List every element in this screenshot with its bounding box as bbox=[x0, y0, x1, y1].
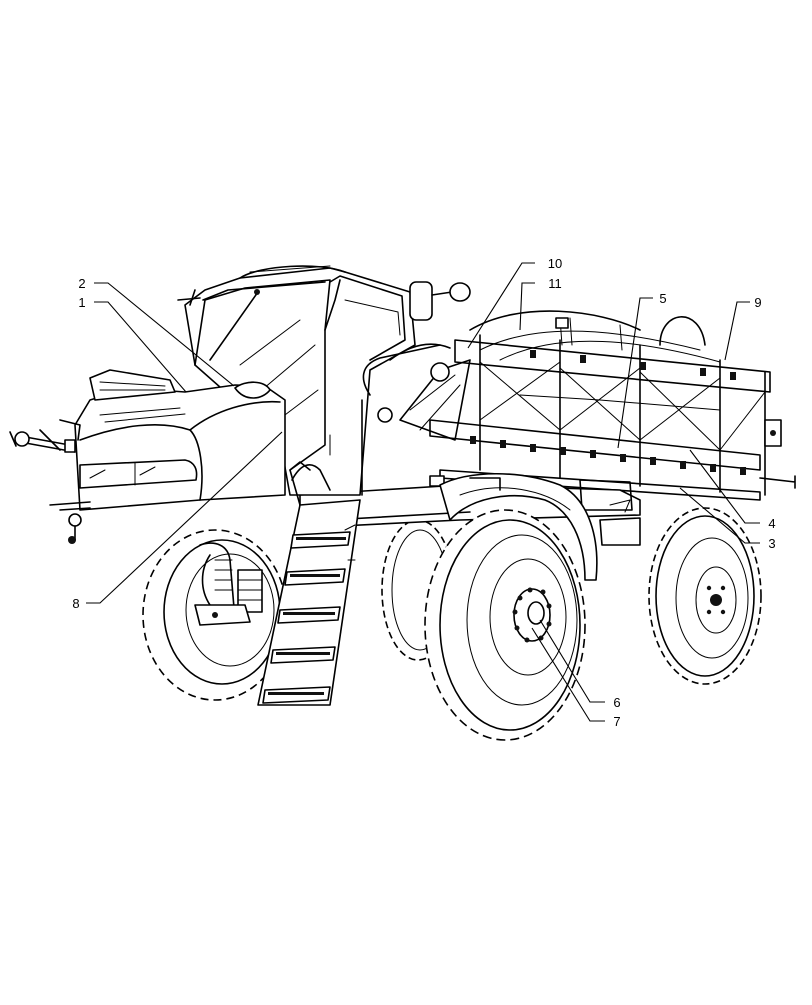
callout-5: 5 bbox=[659, 291, 666, 306]
callout-7: 7 bbox=[613, 714, 620, 729]
callout-10: 10 bbox=[548, 256, 562, 271]
callout-1: 1 bbox=[78, 295, 85, 310]
front-right-wheel bbox=[424, 472, 598, 741]
callout-2: 2 bbox=[78, 276, 85, 291]
callout-3: 3 bbox=[768, 536, 775, 551]
callout-6: 6 bbox=[613, 695, 620, 710]
rear-right-wheel bbox=[648, 507, 762, 685]
callout-9: 9 bbox=[754, 295, 761, 310]
callout-4: 4 bbox=[768, 516, 775, 531]
access-ladder bbox=[257, 461, 361, 706]
hood bbox=[9, 369, 286, 544]
callout-11: 11 bbox=[548, 276, 562, 291]
boom-frame bbox=[377, 310, 796, 501]
callout-leaders bbox=[86, 262, 760, 722]
callout-8: 8 bbox=[72, 596, 79, 611]
callout-labels: 1 2 3 4 5 6 7 8 9 10 11 bbox=[72, 256, 775, 729]
